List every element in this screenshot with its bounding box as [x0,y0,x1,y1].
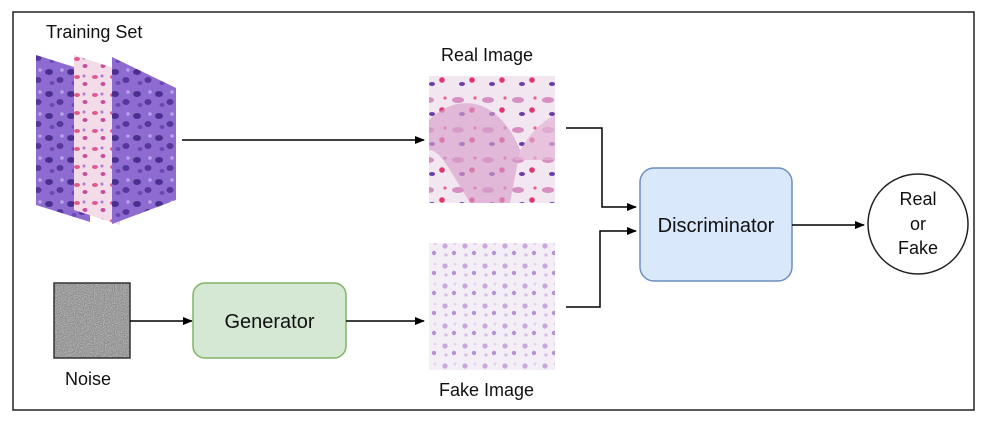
output-label-fake: Fake [898,238,938,258]
generator-node: Generator [192,282,347,359]
output-label-real: Real [899,189,936,209]
arrow-right [566,127,637,211]
noise-image [53,282,131,359]
real-image-label: Real Image [441,45,533,65]
fake-image [429,243,555,370]
output-label-or: or [910,214,926,234]
training-set-label: Training Set [46,22,142,42]
tissue-slide-image [112,57,176,224]
noise-label: Noise [65,369,111,389]
discriminator-label: Discriminator [658,215,775,237]
arrow-right [566,227,637,308]
training-set-images [36,55,176,225]
generator-label: Generator [224,311,314,333]
discriminator-node: Discriminator [639,167,793,282]
diagram-frame [12,11,975,411]
fake-image-label: Fake Image [439,380,534,400]
real-image [429,76,555,203]
output-node: Real or Fake [867,173,969,275]
tissue-slide-image [74,55,120,225]
